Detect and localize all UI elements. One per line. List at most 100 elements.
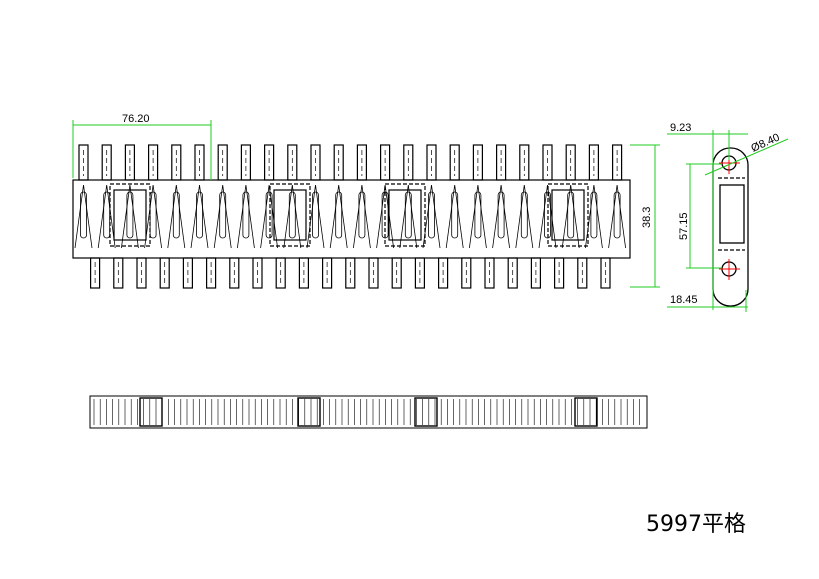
bottom-tooth — [553, 257, 565, 289]
slot — [149, 191, 157, 239]
bottom-tooth — [182, 257, 193, 289]
module-box — [547, 183, 589, 247]
slot — [103, 191, 111, 239]
link-rib — [422, 184, 441, 249]
bottom-tooth — [600, 257, 611, 289]
link-rib — [608, 184, 626, 249]
dim-end-width-top: 9.23 — [670, 122, 691, 134]
link-rib — [97, 184, 116, 249]
module-box-inner — [551, 189, 585, 241]
bottom-tooth — [577, 257, 588, 289]
slot — [613, 191, 621, 239]
module-box — [109, 183, 151, 247]
bottom-tooth — [507, 257, 518, 289]
bottom-tooth — [89, 257, 101, 289]
bottom-tooth — [159, 257, 170, 289]
slot — [451, 191, 459, 239]
slot — [288, 191, 296, 239]
side-module — [139, 397, 163, 427]
bottom-tooth — [345, 257, 356, 289]
slot — [567, 191, 575, 239]
slot — [474, 191, 482, 239]
slot — [428, 191, 435, 239]
slot — [242, 191, 250, 239]
module-box-inner — [273, 189, 307, 241]
top-tooth — [310, 144, 321, 181]
top-tooth — [403, 144, 414, 181]
end-view — [712, 147, 749, 307]
link-rib — [538, 184, 557, 249]
top-tooth — [264, 144, 275, 181]
dim-end-width-bottom: 18.45 — [670, 294, 698, 306]
bottom-tooth — [322, 257, 333, 289]
bottom-tooth — [206, 257, 217, 289]
slot — [312, 191, 319, 239]
top-tooth — [148, 144, 159, 181]
top-tooth — [217, 144, 228, 181]
belt-side-view — [89, 395, 648, 429]
top-tooth — [171, 144, 182, 181]
slot — [126, 191, 134, 239]
top-tooth — [449, 144, 460, 181]
bottom-tooth — [136, 257, 147, 289]
top-tooth — [496, 144, 507, 181]
module-box — [269, 183, 311, 247]
slot — [265, 191, 273, 239]
bottom-tooth — [438, 257, 449, 289]
slot — [404, 191, 412, 239]
dim-hole-spacing: 57.15 — [678, 212, 690, 240]
link-rib — [144, 184, 162, 249]
dim-height: 38.3 — [641, 207, 653, 228]
link-rib — [376, 184, 394, 249]
bottom-tooth — [391, 257, 402, 289]
bottom-tooth — [229, 257, 240, 289]
link-rib — [237, 184, 255, 249]
dim-pitch: 76.20 — [122, 113, 150, 125]
top-tooth — [287, 144, 298, 181]
top-tooth — [565, 144, 576, 181]
top-tooth — [426, 144, 437, 181]
slot — [590, 191, 598, 239]
bottom-tooth — [461, 257, 472, 289]
link-rib — [561, 184, 580, 249]
link-rib — [167, 184, 186, 249]
bottom-tooth — [484, 257, 495, 289]
link-rib — [329, 184, 348, 249]
top-tooth — [124, 144, 136, 181]
top-tooth — [542, 144, 553, 181]
link-rib — [585, 184, 603, 249]
side-module — [574, 397, 598, 427]
link-rib — [283, 184, 302, 249]
top-tooth — [240, 144, 251, 181]
bottom-tooth — [298, 257, 309, 289]
link-rib — [260, 184, 278, 249]
link-rib — [213, 184, 232, 249]
slot — [219, 191, 227, 239]
bottom-tooth — [368, 257, 379, 289]
top-tooth — [101, 144, 112, 181]
bottom-tooth — [414, 257, 425, 289]
top-tooth — [519, 144, 530, 181]
drawing-title: 5997平格 — [646, 512, 746, 537]
top-tooth — [78, 144, 89, 181]
link-rib — [190, 184, 209, 249]
top-tooth — [380, 144, 391, 181]
link-rib — [445, 184, 464, 249]
link-rib — [515, 184, 534, 249]
module-box-inner — [113, 189, 147, 241]
side-module — [297, 397, 321, 427]
belt-top-view — [72, 144, 631, 289]
slot — [358, 191, 366, 239]
dim-hole-diameter: Ø8.40 — [749, 132, 781, 155]
module-box — [384, 183, 426, 247]
link-rib — [353, 184, 371, 249]
slot — [80, 191, 87, 239]
bottom-tooth — [275, 257, 286, 289]
link-rib — [469, 184, 487, 249]
link-rib — [74, 184, 93, 249]
link-rib — [306, 184, 325, 249]
slot — [172, 191, 180, 239]
side-module — [414, 397, 438, 427]
bottom-tooth — [252, 257, 263, 289]
link-rib — [121, 184, 139, 249]
